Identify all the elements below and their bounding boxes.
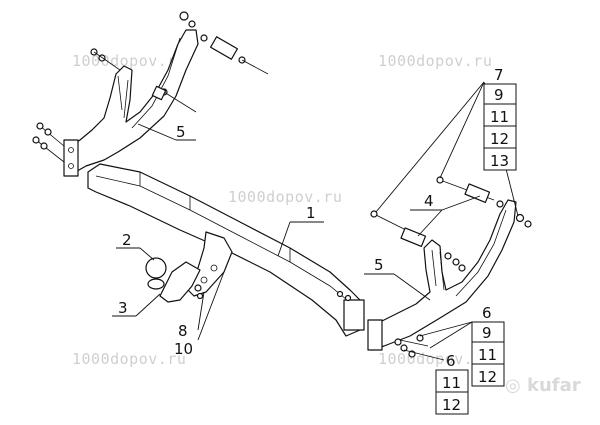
stack-bl-item-1: 11 — [442, 374, 461, 392]
ball-mount — [145, 257, 204, 303]
label-4: 4 — [424, 192, 434, 210]
label-5-right: 5 — [374, 256, 384, 274]
label-10: 10 — [174, 340, 193, 358]
label-3: 3 — [118, 299, 128, 317]
label-2: 2 — [122, 231, 132, 249]
watermark-bottom-left: 1000dopov.ru — [72, 350, 187, 368]
stack-top-item-4: 13 — [490, 152, 509, 170]
stack-br-item-3: 12 — [478, 368, 497, 386]
stack-br-item-2: 11 — [478, 346, 497, 364]
right-bracket — [367, 199, 517, 351]
watermark-top-right: 1000dopov.ru — [378, 52, 493, 70]
callout-stack-bottom-left: 6 11 12 — [435, 352, 469, 415]
label-8: 8 — [178, 322, 188, 340]
watermark-bottom-right: 1000dopov.ru — [378, 350, 493, 368]
watermark-center: 1000dopov.ru — [228, 188, 343, 206]
stack-br-item-0: 6 — [482, 304, 492, 322]
stack-top-item-3: 12 — [490, 130, 509, 148]
stack-bl-item-2: 12 — [442, 396, 461, 414]
callout-stack-top: 7 9 11 12 13 — [483, 66, 517, 171]
left-bracket — [63, 29, 199, 177]
stack-top-item-2: 11 — [490, 108, 509, 126]
stack-br-item-1: 9 — [482, 324, 492, 342]
callout-labels: 5 1 2 3 4 5 8 10 — [118, 123, 434, 358]
kufar-logo: ◎ kufar — [505, 375, 581, 396]
stack-bl-item-0: 6 — [446, 352, 456, 370]
left-fasteners — [32, 11, 269, 163]
callout-stack-bottom-right: 6 9 11 12 — [471, 304, 505, 387]
stack-top-item-0: 7 — [494, 66, 504, 84]
stack-top-item-1: 9 — [494, 86, 504, 104]
main-beam — [87, 163, 365, 337]
label-1: 1 — [306, 204, 316, 222]
kufar-logo-icon: ◎ — [505, 375, 527, 396]
kufar-logo-text: kufar — [526, 375, 581, 396]
label-5-left: 5 — [176, 123, 186, 141]
